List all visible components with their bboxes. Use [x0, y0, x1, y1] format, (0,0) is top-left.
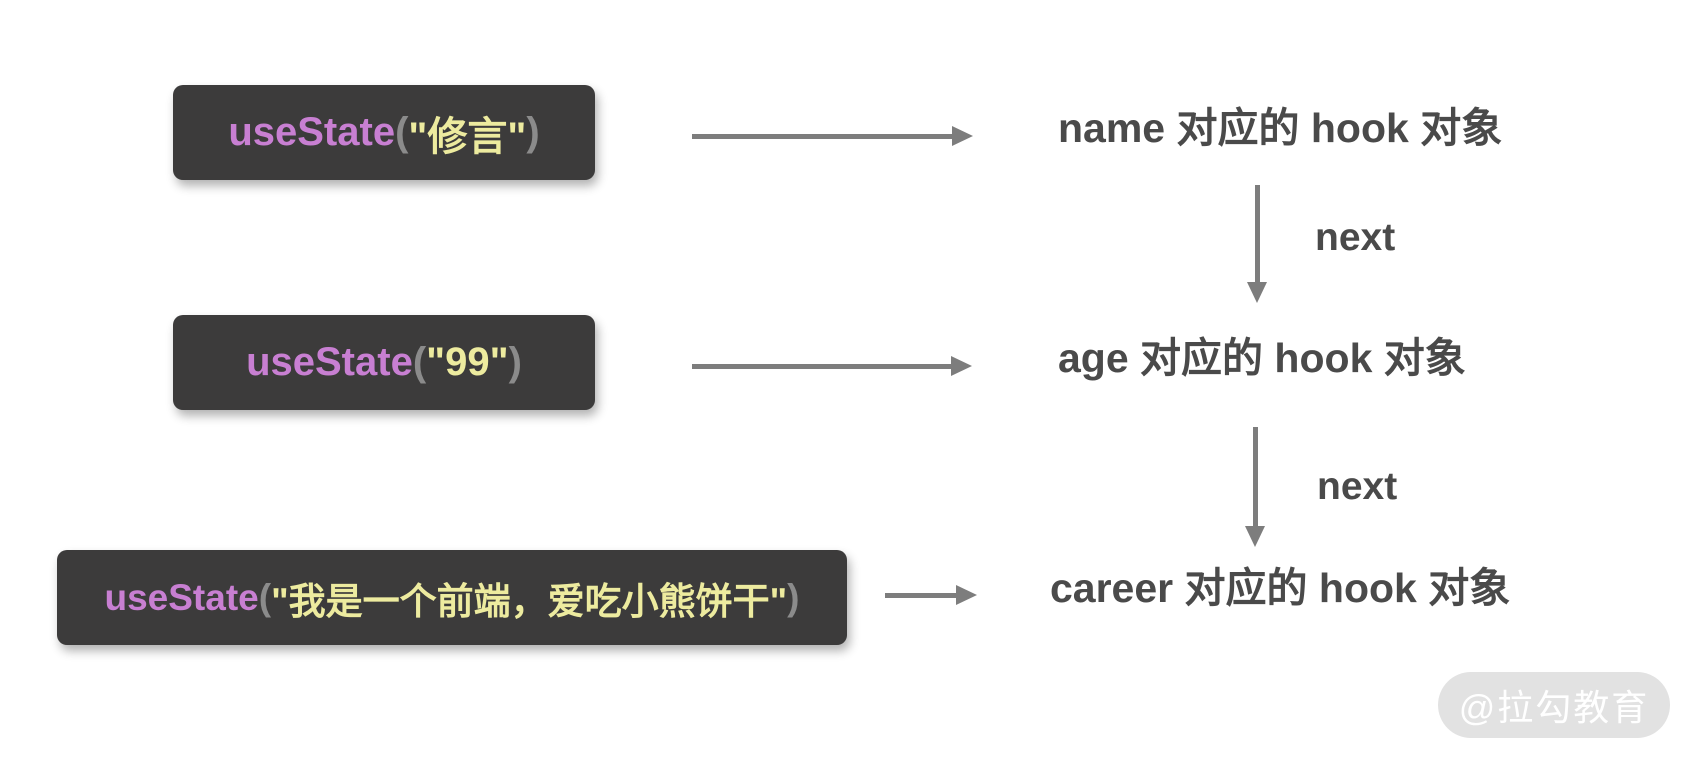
- arrow-down-head-icon: [1247, 282, 1267, 303]
- arrow-shaft: [885, 592, 956, 598]
- arrow-shaft: [1252, 427, 1258, 526]
- code-open-paren: (: [412, 340, 427, 384]
- usestate-call-box-career: useState("我是一个前端，爱吃小熊饼干"): [57, 550, 847, 645]
- arrow-right-head-icon: [951, 356, 972, 376]
- code-string-arg: "我是一个前端，爱吃小熊饼干": [271, 580, 788, 622]
- code-open-paren: (: [258, 576, 272, 618]
- arrow-name-hook-to-age-hook: [1246, 185, 1268, 303]
- arrow-age-hook-to-career-hook: [1244, 427, 1266, 547]
- next-pointer-label: next: [1317, 465, 1398, 508]
- code-open-paren: (: [395, 110, 409, 154]
- arrow-shaft: [692, 363, 951, 369]
- arrow-usestate-to-career-hook: [885, 584, 977, 606]
- code-function-name: useState: [104, 576, 259, 618]
- arrow-shaft: [1254, 185, 1260, 282]
- code-function-name: useState: [228, 110, 396, 154]
- next-pointer-label: next: [1315, 216, 1396, 259]
- code-string-arg: "修言": [408, 114, 527, 159]
- usestate-call-box-name: useState("修言"): [173, 85, 595, 180]
- arrow-shaft: [692, 133, 952, 139]
- arrow-down-head-icon: [1245, 526, 1265, 547]
- arrow-usestate-to-name-hook: [692, 125, 973, 147]
- code-function-name: useState: [246, 340, 413, 384]
- usestate-call-box-age: useState("99"): [173, 315, 595, 410]
- watermark-text: @拉勾教育: [1458, 687, 1650, 728]
- arrow-right-head-icon: [952, 126, 973, 146]
- hook-object-label-name: name 对应的 hook 对象: [1058, 105, 1503, 151]
- watermark-badge: @拉勾教育: [1438, 672, 1670, 738]
- hook-object-label-age: age 对应的 hook 对象: [1058, 335, 1466, 381]
- code-close-paren: ): [508, 340, 522, 384]
- arrow-right-head-icon: [956, 585, 977, 605]
- hook-object-label-career: career 对应的 hook 对象: [1050, 565, 1511, 611]
- code-close-paren: ): [787, 576, 800, 618]
- arrow-usestate-to-age-hook: [692, 355, 972, 377]
- code-close-paren: ): [526, 110, 540, 154]
- code-string-arg: "99": [426, 340, 509, 384]
